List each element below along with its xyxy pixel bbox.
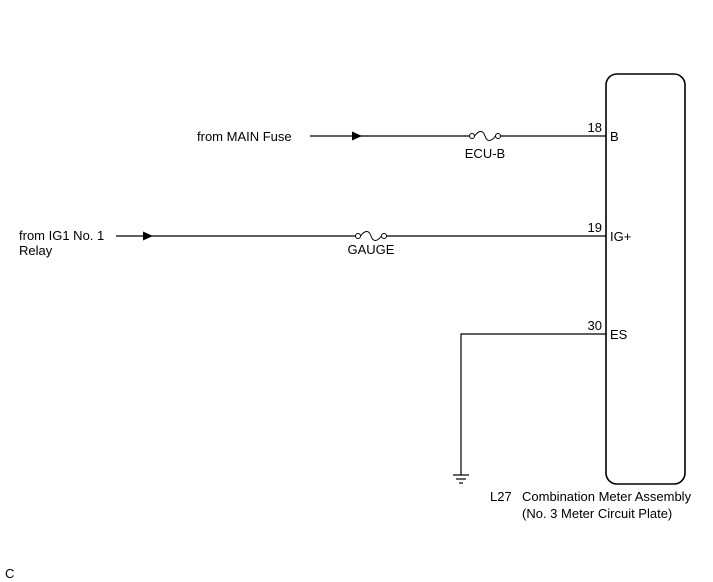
fuse-gauge-icon: [355, 231, 387, 241]
fuse-ecu-b-icon: [469, 131, 501, 141]
source-label-ig1-relay: from IG1 No. 1: [19, 228, 104, 243]
source-label-ig1-relay-line2: Relay: [19, 243, 53, 258]
fuse-label-ecu-b: ECU-B: [465, 146, 505, 161]
source-label-main-fuse: from MAIN Fuse: [197, 129, 292, 144]
wire-ground: [453, 333, 606, 484]
pin-number-19: 19: [588, 220, 602, 235]
pin-name-es: ES: [610, 327, 628, 342]
ground-icon: [453, 474, 469, 484]
arrow-icon: [143, 231, 153, 241]
pin-number-18: 18: [588, 120, 602, 135]
component-name: Combination Meter Assembly: [522, 489, 692, 504]
corner-label: C: [5, 566, 14, 581]
fuse-label-gauge: GAUGE: [348, 242, 395, 257]
pin-name-b: B: [610, 129, 619, 144]
wire-ig1-relay: [116, 231, 606, 241]
component-subname: (No. 3 Meter Circuit Plate): [522, 506, 672, 521]
combination-meter-box: [605, 73, 686, 485]
pin-name-ig-plus: IG+: [610, 229, 631, 244]
component-code: L27: [490, 489, 512, 504]
arrow-icon: [352, 131, 362, 141]
wire-main-fuse: [310, 131, 606, 141]
pin-number-30: 30: [588, 318, 602, 333]
